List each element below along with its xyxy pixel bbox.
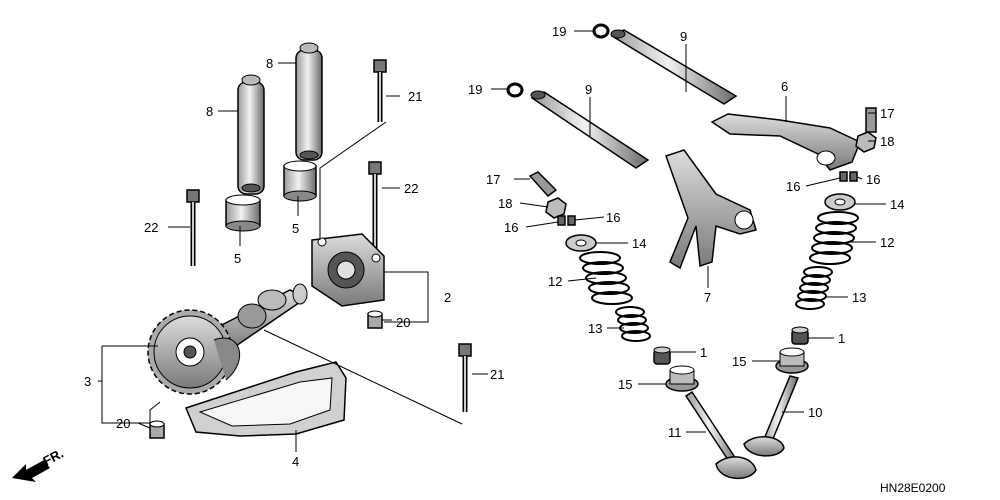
callout-6: 6 [781, 79, 788, 94]
callout-8: 8 [266, 56, 273, 71]
exhaust-valve [684, 390, 757, 479]
intake-valve [743, 375, 800, 457]
stem-seal-left [653, 346, 671, 365]
callout-9: 9 [680, 29, 687, 44]
callout-18: 18 [880, 134, 894, 149]
rocker-arm-lower [665, 149, 757, 270]
inner-spring-left [615, 306, 651, 342]
callout-5: 5 [292, 221, 299, 236]
callout-19: 19 [552, 24, 566, 39]
callout-16: 16 [606, 210, 620, 225]
outer-spring-left [579, 251, 633, 305]
inner-spring-right [795, 266, 833, 310]
callout-2: 2 [444, 290, 451, 305]
rocker-arm-upper [710, 113, 861, 171]
outer-spring-right [809, 211, 859, 265]
oil-pan-gasket [184, 361, 347, 437]
callout-15: 15 [732, 354, 746, 369]
spring-retainer-left [565, 234, 597, 252]
callout-3: 3 [84, 374, 91, 389]
spring-retainer-right [824, 193, 856, 211]
callout-13: 13 [852, 290, 866, 305]
callout-19: 19 [468, 82, 482, 97]
callout-17: 17 [486, 172, 500, 187]
callout-11: 11 [668, 425, 682, 440]
callout-9: 9 [585, 82, 592, 97]
tappet-left [225, 194, 261, 232]
callout-4: 4 [292, 454, 299, 469]
lifter-right [295, 42, 323, 161]
stem-seal-right [791, 326, 809, 345]
callout-18: 18 [498, 196, 512, 211]
callout-22: 22 [404, 181, 418, 196]
spring-seat-right [775, 347, 809, 374]
callout-14: 14 [890, 197, 904, 212]
callout-12: 12 [880, 235, 894, 250]
bolt-22-left [186, 189, 200, 266]
callout-21: 21 [490, 367, 504, 382]
spring-seat-left [665, 365, 699, 392]
o-ring-upper [592, 23, 610, 39]
bolt-21-lower [458, 343, 472, 412]
callout-8: 8 [206, 104, 213, 119]
callout-16: 16 [866, 172, 880, 187]
callout-14: 14 [632, 236, 646, 251]
callout-20: 20 [396, 315, 410, 330]
cam-gear [147, 309, 241, 395]
drawing-code: HN28E0200 [880, 481, 946, 495]
callout-10: 10 [808, 405, 822, 420]
lock-nut-right [855, 131, 877, 153]
callout-7: 7 [704, 290, 711, 305]
callout-13: 13 [588, 321, 602, 336]
dowel-pin-right [367, 310, 383, 329]
o-ring-lower [506, 82, 524, 98]
callout-1: 1 [700, 345, 707, 360]
lock-nut-left [545, 197, 567, 219]
camshaft-holder [311, 233, 385, 307]
adjuster-screw-left [528, 171, 558, 198]
callout-16: 16 [504, 220, 518, 235]
callout-labels: 19 9 19 9 8 8 21 6 17 18 16 16 17 18 16 … [40, 24, 945, 495]
tappet-right [283, 160, 317, 202]
valve-cotters-right [839, 171, 858, 182]
callout-20: 20 [116, 416, 130, 431]
callout-17: 17 [880, 106, 894, 121]
callout-21: 21 [408, 89, 422, 104]
callout-1: 1 [838, 331, 845, 346]
push-rod-upper [610, 29, 738, 105]
callout-12: 12 [548, 274, 562, 289]
front-direction-arrow-icon [12, 460, 50, 482]
leader-lines [98, 30, 886, 452]
camshaft [210, 283, 308, 351]
callout-22: 22 [144, 220, 158, 235]
callout-16: 16 [786, 179, 800, 194]
lifter-left [237, 74, 265, 195]
dowel-pin-left [149, 420, 165, 439]
callout-15: 15 [618, 377, 632, 392]
adjuster-screw-right [865, 107, 877, 133]
callout-5: 5 [234, 251, 241, 266]
valve-cotters-left [557, 215, 576, 226]
bolt-21-upper [373, 59, 387, 122]
bolt-22-middle [368, 161, 382, 258]
